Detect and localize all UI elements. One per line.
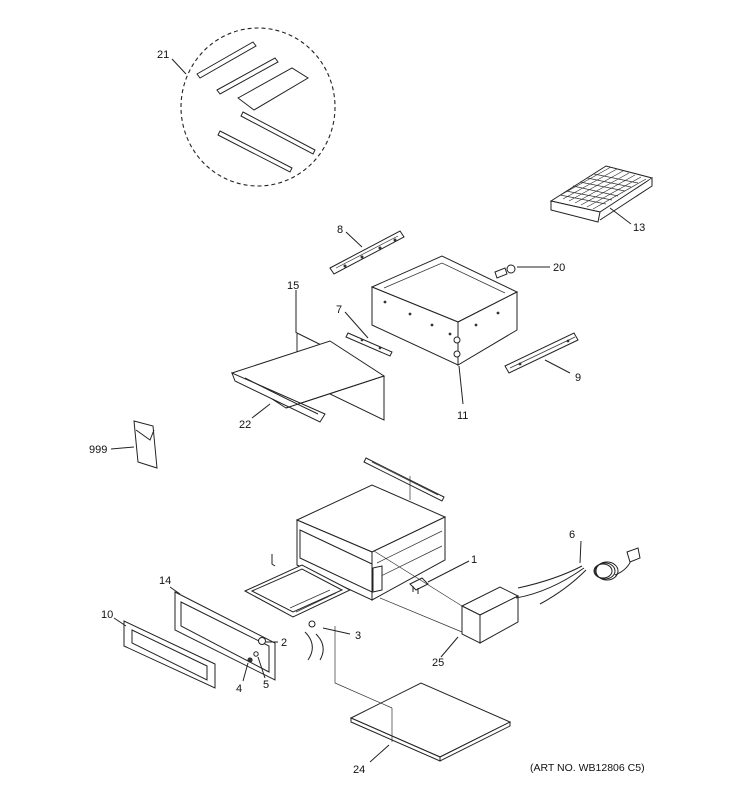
callout-25: 25 (432, 657, 444, 669)
warming-drawer-housing (295, 484, 447, 601)
art-number: (ART NO. WB12806 C5) (530, 762, 645, 774)
callout-22: 22 (239, 419, 251, 431)
part-24-bottom-cover (349, 682, 512, 762)
leader-lines (110, 58, 632, 763)
part-25-bracket (460, 586, 520, 644)
callout-10: 10 (101, 609, 113, 621)
callout-24: 24 (353, 764, 365, 776)
callout-9: 9 (575, 372, 581, 384)
part-9-slide-rail (504, 332, 579, 374)
part-20-bumper (494, 264, 516, 279)
callout-21: 21 (157, 49, 169, 61)
part-999-literature (133, 420, 158, 469)
part-10-trim-frame (123, 620, 216, 689)
part-6-power-cord (515, 547, 641, 605)
callout-labels: 21 13 8 20 15 7 9 11 22 999 1 6 14 10 2 … (89, 49, 645, 776)
part-3-heater-pan (243, 554, 352, 661)
part-1-switch (409, 577, 429, 594)
callout-1: 1 (471, 554, 477, 566)
callout-8: 8 (337, 224, 343, 236)
part-11-drawer-box (370, 255, 519, 366)
part-22-drawer-front (230, 340, 386, 423)
part-7-rail (345, 332, 393, 357)
top-trim-strip (363, 457, 445, 502)
assembly-lines (334, 476, 463, 709)
callout-15: 15 (287, 280, 299, 292)
part-2-knob (258, 637, 266, 645)
callout-14: 14 (159, 575, 171, 587)
callout-13: 13 (633, 222, 645, 234)
callout-3: 3 (355, 630, 361, 642)
callout-20: 20 (553, 262, 565, 274)
callout-999: 999 (89, 444, 107, 456)
callout-7: 7 (336, 304, 342, 316)
callout-4: 4 (236, 683, 242, 695)
part-4-indicator (247, 657, 253, 663)
callout-2: 2 (281, 637, 287, 649)
part-21-strip-kit (180, 27, 336, 187)
callout-6: 6 (569, 529, 575, 541)
callout-11: 11 (457, 410, 468, 422)
part-8-slide-rail (329, 230, 405, 275)
part-5-bezel (253, 651, 259, 657)
callout-5: 5 (263, 679, 269, 691)
part-13-rack (549, 165, 654, 223)
